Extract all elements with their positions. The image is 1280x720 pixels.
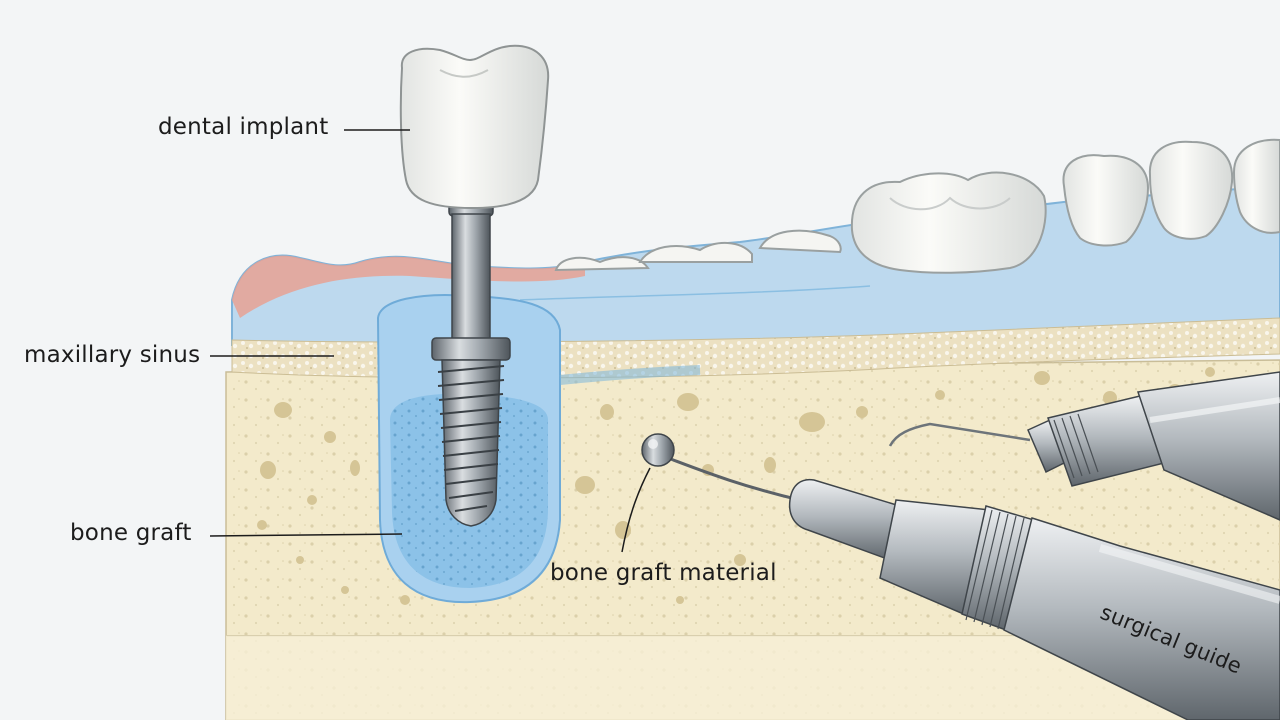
natural-teeth <box>554 138 1280 274</box>
surgical-handpiece <box>641 433 1280 720</box>
bone-pores <box>257 367 1255 605</box>
leader-lines <box>209 129 651 553</box>
implant-crown <box>399 44 550 210</box>
crown-groove <box>439 69 489 78</box>
dental-explorer <box>888 371 1280 521</box>
tissue-contour <box>519 285 871 301</box>
leader-bone-graft-material <box>621 467 651 553</box>
label-maxillary-sinus: maxillary sinus <box>24 342 201 368</box>
graft-extension <box>559 365 701 385</box>
label-dental-implant: dental implant <box>158 114 329 140</box>
leader-bone-graft <box>209 533 403 537</box>
label-bone-graft-material: bone graft material <box>550 560 777 586</box>
implant-fixture <box>431 203 511 527</box>
label-bone-graft: bone graft <box>70 520 192 546</box>
gum-tissue <box>232 255 585 318</box>
